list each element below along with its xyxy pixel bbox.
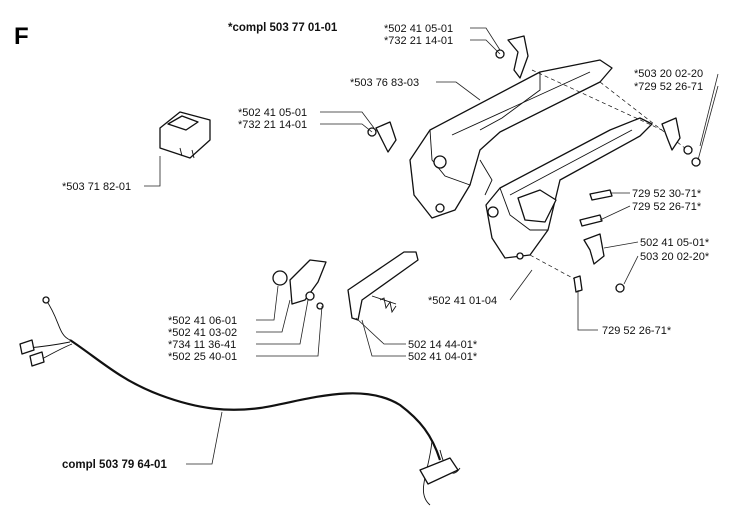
left-bracket-part xyxy=(409,59,613,219)
part-label: *502 41 05-01 xyxy=(384,23,453,35)
leader-lines xyxy=(144,27,719,465)
part-label: 729 52 30-71* xyxy=(632,188,702,200)
part-label: *502 41 01-04 xyxy=(428,295,497,307)
part-label: *732 21 14-01 xyxy=(238,119,307,131)
part-label: *732 21 14-01 xyxy=(384,35,453,47)
part-label: 502 14 44-01* xyxy=(408,339,478,351)
switch-part xyxy=(159,111,211,159)
assembly-line xyxy=(531,69,663,131)
part-label: *502 25 40-01 xyxy=(168,351,237,363)
clip-part-top xyxy=(495,35,529,79)
part-label: 502 41 04-01* xyxy=(408,351,478,363)
clip-part-lower-right xyxy=(573,233,625,293)
clip-part-left xyxy=(367,121,397,153)
part-label: *502 41 03-02 xyxy=(168,327,237,339)
label-top-compl: *compl 503 77 01-01 xyxy=(228,22,338,34)
part-label: *503 20 02-20 xyxy=(634,68,703,80)
assembly-line xyxy=(529,254,581,283)
part-label: *503 71 82-01 xyxy=(62,181,131,193)
part-label: 729 52 26-71* xyxy=(602,325,672,337)
section-letter: F xyxy=(14,23,29,50)
part-label: *502 41 05-01 xyxy=(238,107,307,119)
part-label: *734 11 36-41 xyxy=(168,339,236,351)
part-label: 503 20 02-20* xyxy=(640,251,710,263)
screw-part-middle xyxy=(579,189,613,227)
trigger-plate-part xyxy=(347,251,419,321)
screw-part-top-right xyxy=(683,145,701,167)
right-bracket-part xyxy=(485,117,653,260)
part-label: *503 76 83-03 xyxy=(350,77,419,89)
part-label: 502 41 05-01* xyxy=(640,237,710,249)
assembly-line xyxy=(599,81,691,153)
label-cable-compl: compl 503 79 64-01 xyxy=(62,459,167,471)
clip-part-right xyxy=(661,117,681,151)
wiring-harness-part xyxy=(19,296,461,506)
part-label: 729 52 26-71* xyxy=(632,201,702,213)
throttle-lever-part xyxy=(272,259,327,310)
part-label: *502 41 06-01 xyxy=(168,315,237,327)
part-label: *729 52 26-71 xyxy=(634,81,703,93)
